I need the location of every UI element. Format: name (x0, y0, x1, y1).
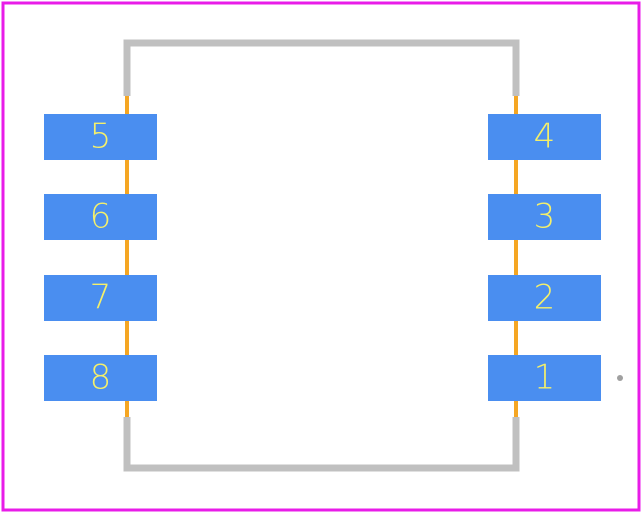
pads-group: 1 2 3 4 5 6 7 8 (44, 114, 601, 401)
pad-2: 2 (488, 275, 601, 321)
pad-6: 6 (44, 194, 157, 240)
pad-1-label: 1 (534, 358, 556, 398)
silkscreen-top-outline (123, 39, 520, 96)
pad-6-label: 6 (90, 197, 112, 237)
pad-4-shape (488, 114, 601, 160)
pad-8-shape (44, 355, 157, 401)
pad-3: 3 (488, 194, 601, 240)
pad-7-label: 7 (90, 278, 112, 318)
pad-8-label: 8 (90, 358, 112, 398)
pad-7-shape (44, 275, 157, 321)
pad-4-label: 4 (534, 117, 556, 157)
pad-7: 7 (44, 275, 157, 321)
pad-3-shape (488, 194, 601, 240)
pad-1: 1 (488, 355, 601, 401)
pad-5-label: 5 (90, 117, 112, 157)
silkscreen-bottom-outline (123, 417, 520, 472)
pad-6-shape (44, 194, 157, 240)
pad-2-label: 2 (534, 278, 556, 318)
pad-5-shape (44, 114, 157, 160)
pin1-indicator (617, 375, 623, 381)
pad-1-shape (488, 355, 601, 401)
pad-8: 8 (44, 355, 157, 401)
pad-3-label: 3 (534, 197, 556, 237)
pad-5: 5 (44, 114, 157, 160)
pad-2-shape (488, 275, 601, 321)
pad-4: 4 (488, 114, 601, 160)
